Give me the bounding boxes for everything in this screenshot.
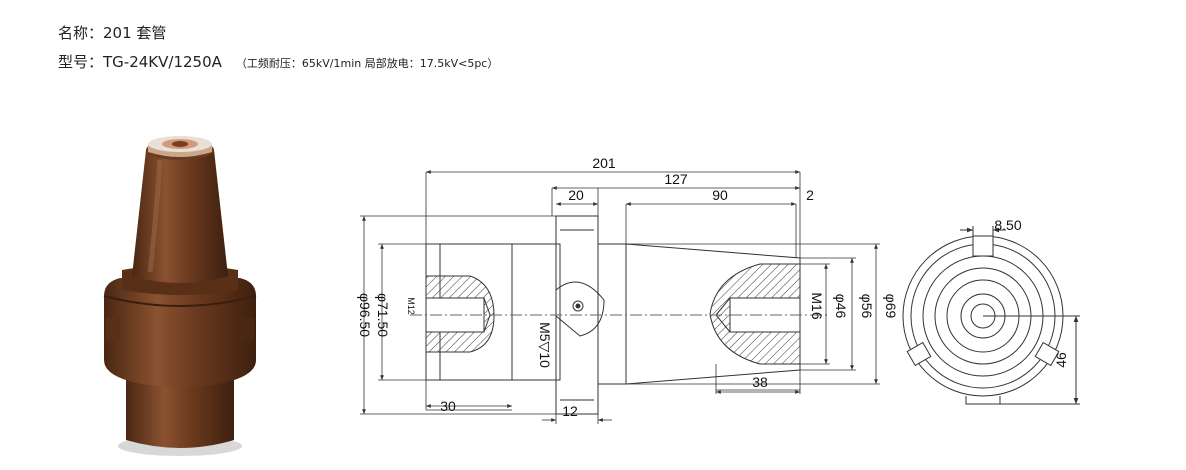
spec-text: （工频耐压：65kV/1min 局部放电：17.5kV<5pc） [235,57,499,70]
dim-main-length: 127 [664,171,688,187]
dim-right-depth: 38 [752,374,768,390]
name-label: 名称： [58,24,104,42]
end-view [902,226,1080,405]
dim-flange-width: 20 [568,187,584,203]
dim-thread-m5: M5▽10 [537,322,553,368]
dim-flange-thk: 12 [562,403,578,419]
end-view-labels: 8.50 46 [994,217,1069,368]
name-value: 201 套管 [103,24,167,42]
model-label: 型号： [58,53,104,71]
side-view-dimensions [360,170,880,424]
dim-left-depth: 30 [440,398,456,414]
bushing-photo [103,136,257,456]
side-view-labels: 201 127 20 90 2 φ96.50 φ71.50 M12 M5▽10 … [357,155,899,419]
model-value: TG-24KV/1250A [103,53,222,71]
dim-dia-96: φ96.50 [357,293,373,337]
dim-dia-69: φ69 [883,294,899,319]
dim-thread-m12: M12 [406,297,416,315]
dim-slot-width: 8.50 [994,217,1021,233]
model-line: 型号：TG-24KV/1250A （工频耐压：65kV/1min 局部放电：17.… [58,51,498,72]
dim-dia-71: φ71.50 [375,293,391,337]
dim-slot-pos: 46 [1053,352,1069,368]
dim-overall-length: 201 [592,155,616,171]
title-line: 名称：201 套管 [58,22,166,43]
side-view [410,215,830,415]
dim-thread-m16: M16 [809,292,825,319]
dim-small-gap: 2 [806,187,814,203]
dim-dia-56: φ56 [859,294,875,319]
dim-dia-46: φ46 [833,294,849,319]
dim-cone-length: 90 [712,187,728,203]
